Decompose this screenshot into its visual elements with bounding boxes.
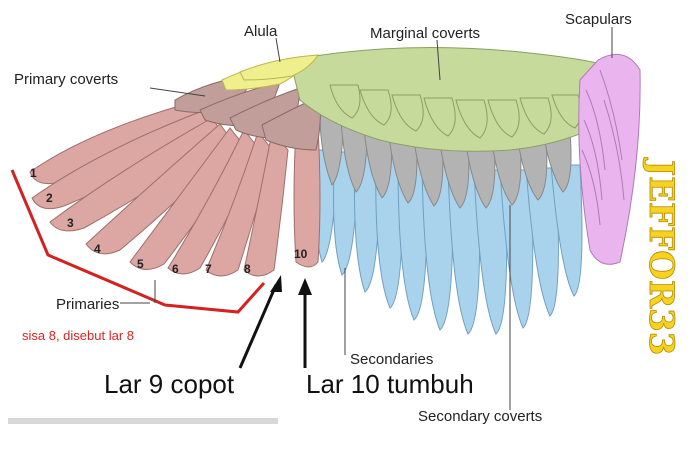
feather-number: 4 <box>94 242 101 256</box>
feather-number: 3 <box>67 216 74 230</box>
lar9-caption: Lar 9 copot <box>104 369 235 399</box>
feather-number: 6 <box>172 262 179 276</box>
red-note: sisa 8, disebut lar 8 <box>22 328 134 343</box>
watermark: JEFFOR33 <box>641 157 681 355</box>
lar10-caption: Lar 10 tumbuh <box>306 369 474 399</box>
label-secondary-coverts: Secondary coverts <box>418 408 542 425</box>
feather-number: 1 <box>30 166 37 180</box>
scapulars-feathers <box>578 53 641 265</box>
feather-number: 10 <box>294 247 308 261</box>
arrows <box>238 275 312 369</box>
cropped-text-line <box>8 418 278 424</box>
label-alula: Alula <box>244 23 278 40</box>
alula-feathers <box>221 54 319 91</box>
label-primary-coverts: Primary coverts <box>14 71 118 88</box>
label-marginal-coverts: Marginal coverts <box>370 25 480 42</box>
marginal-coverts-feathers <box>289 47 611 152</box>
feather-number: 8 <box>244 262 251 276</box>
label-secondaries: Secondaries <box>350 351 433 368</box>
label-primaries: Primaries <box>56 296 119 313</box>
primaries-red-bracket <box>10 169 266 314</box>
primaries-feathers <box>29 99 321 277</box>
feather-number: 5 <box>137 257 144 271</box>
secondaries-feathers <box>315 149 583 335</box>
label-scapulars: Scapulars <box>565 11 632 28</box>
feather-number: 7 <box>205 262 212 276</box>
leader-lines <box>120 27 613 410</box>
feather-number: 2 <box>46 191 53 205</box>
